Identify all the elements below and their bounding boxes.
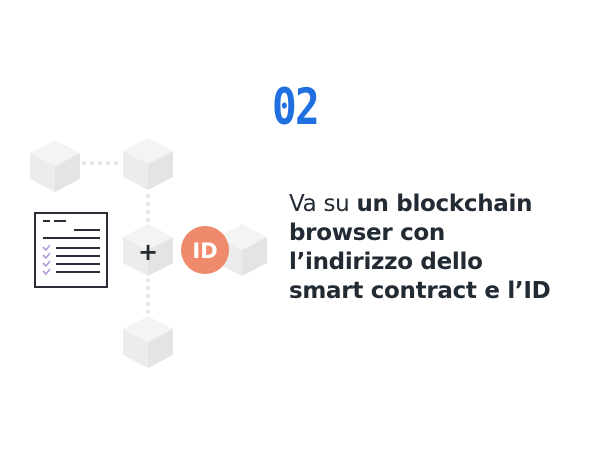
blockchain-cube: [123, 138, 173, 190]
instruction-bold-text: smart contract e l’ID: [289, 278, 551, 304]
blockchain-connectors: [82, 161, 150, 314]
blockchain-cube: [30, 140, 80, 192]
instruction-bold-text: un blockchain: [356, 191, 533, 217]
id-badge-label: ID: [192, 239, 217, 263]
blockchain-illustration: + ID: [30, 138, 267, 368]
instruction-line-4: smart contract e l’ID: [289, 277, 589, 306]
instruction-normal-text: Va su: [289, 191, 357, 217]
instruction-line-3: l’indirizzo dello: [289, 248, 589, 277]
instruction-text: Va su un blockchain browser con l’indiri…: [289, 190, 589, 306]
instruction-line-2: browser con: [289, 219, 589, 248]
step-number: 02: [272, 78, 320, 136]
instruction-bold-text: l’indirizzo dello: [289, 249, 483, 275]
instruction-line-1: Va su un blockchain: [289, 190, 589, 219]
illustration: + ID: [0, 120, 290, 380]
checklist-icon: [42, 244, 51, 276]
smart-contract-document-icon: [34, 212, 108, 288]
instruction-bold-text: browser con: [289, 220, 446, 246]
plus-icon: +: [138, 238, 158, 266]
id-badge-icon: ID: [181, 226, 229, 274]
blockchain-cube: [123, 224, 173, 276]
blockchain-cube: [123, 316, 173, 368]
